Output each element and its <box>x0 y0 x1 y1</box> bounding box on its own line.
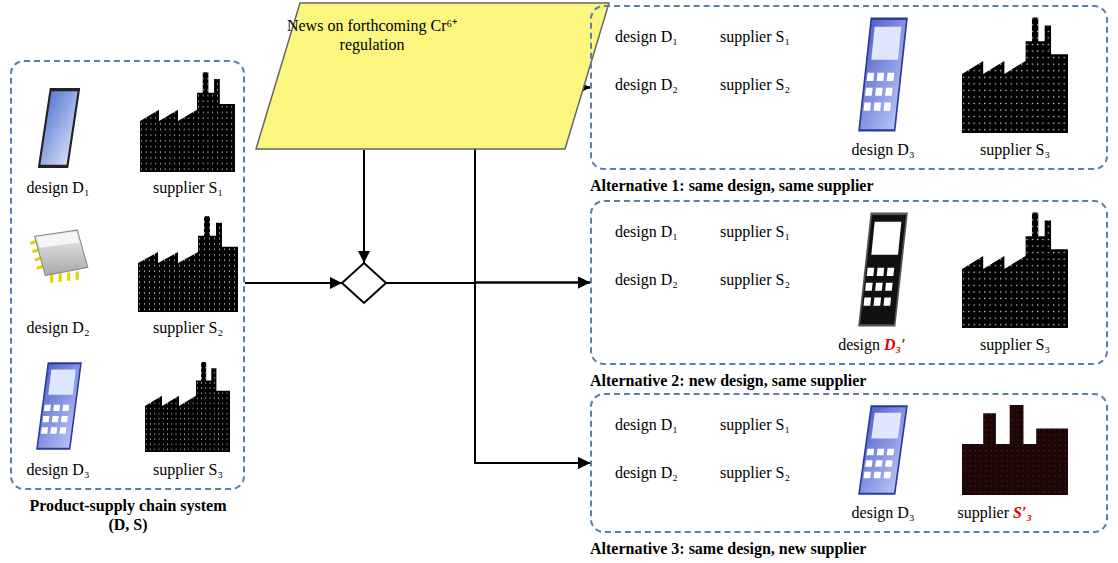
parallelogram-fill <box>256 3 609 149</box>
flow-arrow <box>245 283 590 463</box>
item-label: supplier S₂ <box>153 318 223 337</box>
item-label: design D₃ <box>852 140 915 159</box>
factory-icon <box>140 72 235 172</box>
phone-icon <box>859 406 907 493</box>
item-label: supplier S₂ <box>720 463 790 482</box>
item-label: design D₃ <box>852 503 915 522</box>
item-label: supplier S₁ <box>153 178 223 197</box>
dashed-group-box: design D₁ supplier S₁ design D₂ supplier S₂… <box>10 60 250 542</box>
arrow-head <box>330 277 342 289</box>
caption: Product-supply chain system (D, S) <box>26 496 231 534</box>
dashed-frame <box>10 60 245 490</box>
item-label: supplier S₃ <box>980 140 1050 159</box>
item-label: design D₂ <box>615 463 678 482</box>
item-label: supplier S₂ <box>720 75 790 94</box>
news-text: News on forthcoming Cr⁶⁺ regulation <box>282 16 462 54</box>
dashed-group-box: design D₁ supplier S₁ design D₂ supplier S₂… <box>590 200 1108 390</box>
item-label: supplier S₁ <box>720 415 790 434</box>
item-label: design <box>838 335 880 354</box>
factory-icon <box>962 213 1068 328</box>
item-label: design D₁ <box>615 415 678 434</box>
factory-icon <box>145 362 230 452</box>
decision-diamond <box>342 263 386 303</box>
item-label: design D₂ <box>27 318 90 337</box>
item-label: supplier <box>957 503 1009 522</box>
item-label: design D₁ <box>615 222 678 241</box>
caption: Alternative 1: same design, same supplie… <box>590 176 874 195</box>
arrow-head <box>358 251 370 263</box>
dashed-group-box: design D₁ supplier S₁ design D₂ supplier S₂… <box>590 393 1108 559</box>
caption: Alternative 3: same design, new supplier <box>590 539 866 558</box>
factory-icon <box>962 18 1068 133</box>
item-label: S′₃ <box>1013 503 1032 522</box>
phone-icon <box>37 363 81 448</box>
chip-icon <box>30 230 87 283</box>
item-label: supplier S₃ <box>153 460 223 479</box>
item-label: design D₂ <box>615 270 678 289</box>
item-label: supplier S₁ <box>720 27 790 46</box>
item-label: supplier S₂ <box>720 270 790 289</box>
item-label: design D₁ <box>27 178 90 197</box>
tablet-icon <box>39 90 79 167</box>
item-label: supplier S₁ <box>720 222 790 241</box>
item-label: design D₃ <box>27 460 90 479</box>
new-phone-icon <box>859 214 907 326</box>
phone-icon <box>859 19 907 131</box>
news-parallelogram: News on forthcoming Cr⁶⁺ regulation <box>255 2 610 150</box>
factory-icon <box>138 216 238 312</box>
item-label: design D₂ <box>615 75 678 94</box>
caption: Alternative 2: new design, same supplier <box>590 371 866 390</box>
flow-arrow <box>364 150 590 463</box>
item-label: design D₁ <box>615 27 678 46</box>
flow-arrow <box>364 150 590 283</box>
item-label: supplier S₃ <box>980 335 1050 354</box>
new-factory-icon <box>962 405 1068 495</box>
item-label: D₃′ <box>884 335 906 354</box>
dashed-group-box: design D₁ supplier S₁ design D₂ supplier S₂… <box>590 5 1108 195</box>
